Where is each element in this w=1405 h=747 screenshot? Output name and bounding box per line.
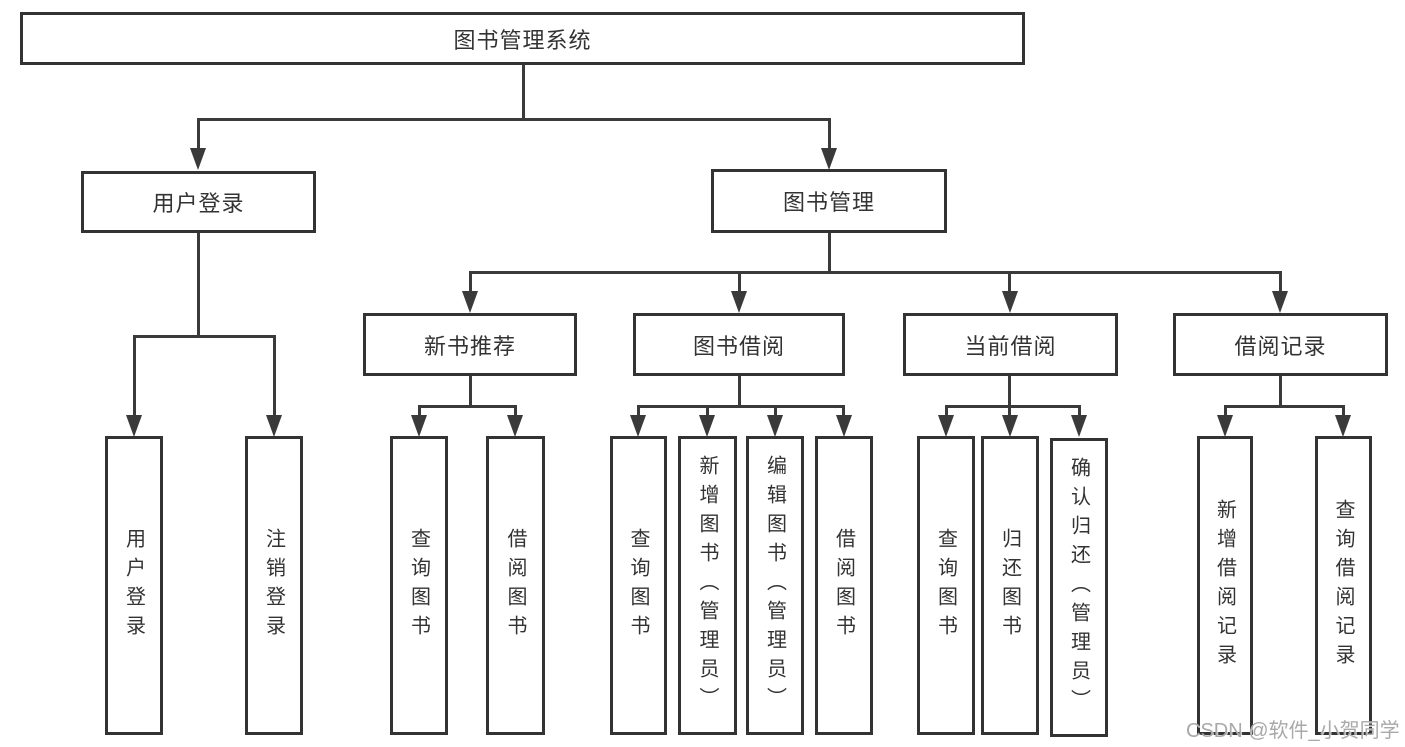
connector-line (1224, 405, 1227, 420)
node-label: 新书推荐 (423, 333, 516, 359)
connector-line (197, 118, 831, 121)
connector-line (133, 335, 276, 338)
leaf-label: 查询图书 (934, 527, 957, 644)
node-user-login: 用户登录 (81, 171, 316, 233)
arrowhead-down-icon (507, 415, 523, 437)
connector-line (197, 233, 200, 337)
arrowhead-down-icon (731, 291, 747, 313)
connector-line (1224, 405, 1345, 408)
connector-line (1008, 376, 1011, 407)
leaf-label: 借阅图书 (504, 527, 526, 644)
leaf-label: 查询借阅记录 (1332, 498, 1354, 673)
arrowhead-down-icon (630, 415, 646, 437)
leaf-user-login: 用户登录 (105, 436, 163, 735)
arrowhead-down-icon (1272, 291, 1288, 313)
leaf-query-books-newbook: 查询图书 (390, 436, 448, 735)
connector-line (637, 405, 845, 408)
arrowhead-down-icon (126, 415, 142, 437)
arrowhead-down-icon (266, 415, 282, 437)
arrowhead-down-icon (1002, 291, 1018, 313)
leaf-query-borrow-record: 查询借阅记录 (1315, 436, 1372, 735)
connector-line (637, 405, 640, 420)
arrowhead-down-icon (1217, 415, 1233, 437)
node-library-management-system: 图书管理系统 (20, 12, 1025, 65)
arrowhead-down-icon (462, 291, 478, 313)
arrowhead-down-icon (1335, 415, 1351, 437)
connector-line (706, 405, 709, 420)
node-current-borrowing: 当前借阅 (903, 313, 1118, 376)
connector-line (738, 271, 741, 295)
leaf-label: 新增借阅记录 (1213, 498, 1236, 673)
connector-line (522, 64, 525, 120)
arrowhead-down-icon (1002, 415, 1018, 437)
connector-line (418, 405, 421, 420)
connector-line (1342, 405, 1345, 420)
node-label: 图书管理系统 (453, 27, 592, 53)
connector-line (1279, 271, 1282, 295)
arrowhead-down-icon (821, 148, 837, 170)
leaf-borrow-books: 借阅图书 (815, 436, 873, 735)
node-label: 图书管理 (782, 190, 875, 215)
leaf-query-books-borrow: 查询图书 (610, 436, 667, 735)
csdn-watermark: CSDN @软件_小贺同学 (1186, 720, 1400, 742)
arrowhead-down-icon (699, 415, 715, 437)
node-label: 借阅记录 (1234, 333, 1327, 359)
node-label: 当前借阅 (964, 333, 1057, 359)
connector-line (514, 405, 517, 420)
arrowhead-down-icon (190, 148, 206, 170)
leaf-label: 借阅图书 (832, 527, 855, 644)
node-label: 用户登录 (152, 191, 245, 216)
arrowhead-down-icon (1071, 415, 1087, 437)
leaf-label: 归还图书 (998, 527, 1021, 644)
connector-line (738, 376, 741, 407)
connector-line (197, 118, 200, 153)
connector-line (469, 271, 1282, 274)
connector-line (828, 233, 831, 274)
leaf-borrow-books-newbook: 借阅图书 (486, 436, 545, 735)
arrowhead-down-icon (767, 415, 783, 437)
node-borrowing-records: 借阅记录 (1173, 313, 1388, 376)
node-book-borrowing: 图书借阅 (633, 313, 845, 376)
connector-line (273, 335, 276, 417)
leaf-confirm-return-admin: 确认归还（管理员） (1050, 438, 1108, 737)
connector-line (418, 405, 517, 408)
connector-line (774, 405, 777, 420)
node-book-management: 图书管理 (711, 169, 947, 233)
leaf-label: 注销登录 (262, 527, 285, 644)
leaf-label: 确认归还（管理员） (1067, 457, 1090, 718)
leaf-add-books-admin: 新增图书（管理员） (678, 436, 737, 735)
leaf-label: 用户登录 (122, 527, 145, 644)
connector-line (469, 376, 472, 407)
leaf-label: 查询图书 (407, 527, 430, 644)
arrowhead-down-icon (411, 415, 427, 437)
connector-line (842, 405, 845, 420)
connector-line (133, 335, 136, 417)
leaf-query-books-current: 查询图书 (917, 436, 975, 735)
leaf-return-books: 归还图书 (981, 436, 1039, 735)
node-label: 图书借阅 (692, 333, 785, 359)
connector-line (945, 405, 948, 420)
connector-line (1008, 405, 1011, 420)
connector-line (828, 118, 831, 153)
connector-line (945, 405, 1081, 408)
leaf-label: 新增图书（管理员） (696, 455, 718, 716)
leaf-label: 查询图书 (627, 527, 649, 644)
leaf-label: 编辑图书（管理员） (763, 455, 786, 716)
leaf-add-borrow-record: 新增借阅记录 (1197, 436, 1253, 735)
node-new-book-recommendation: 新书推荐 (363, 313, 577, 376)
connector-line (469, 271, 472, 295)
connector-line (1008, 271, 1011, 295)
connector-line (1078, 405, 1081, 420)
leaf-edit-books-admin: 编辑图书（管理员） (746, 436, 804, 735)
leaf-logout: 注销登录 (245, 436, 303, 735)
connector-line (1279, 376, 1282, 407)
arrowhead-down-icon (836, 415, 852, 437)
arrowhead-down-icon (938, 415, 954, 437)
